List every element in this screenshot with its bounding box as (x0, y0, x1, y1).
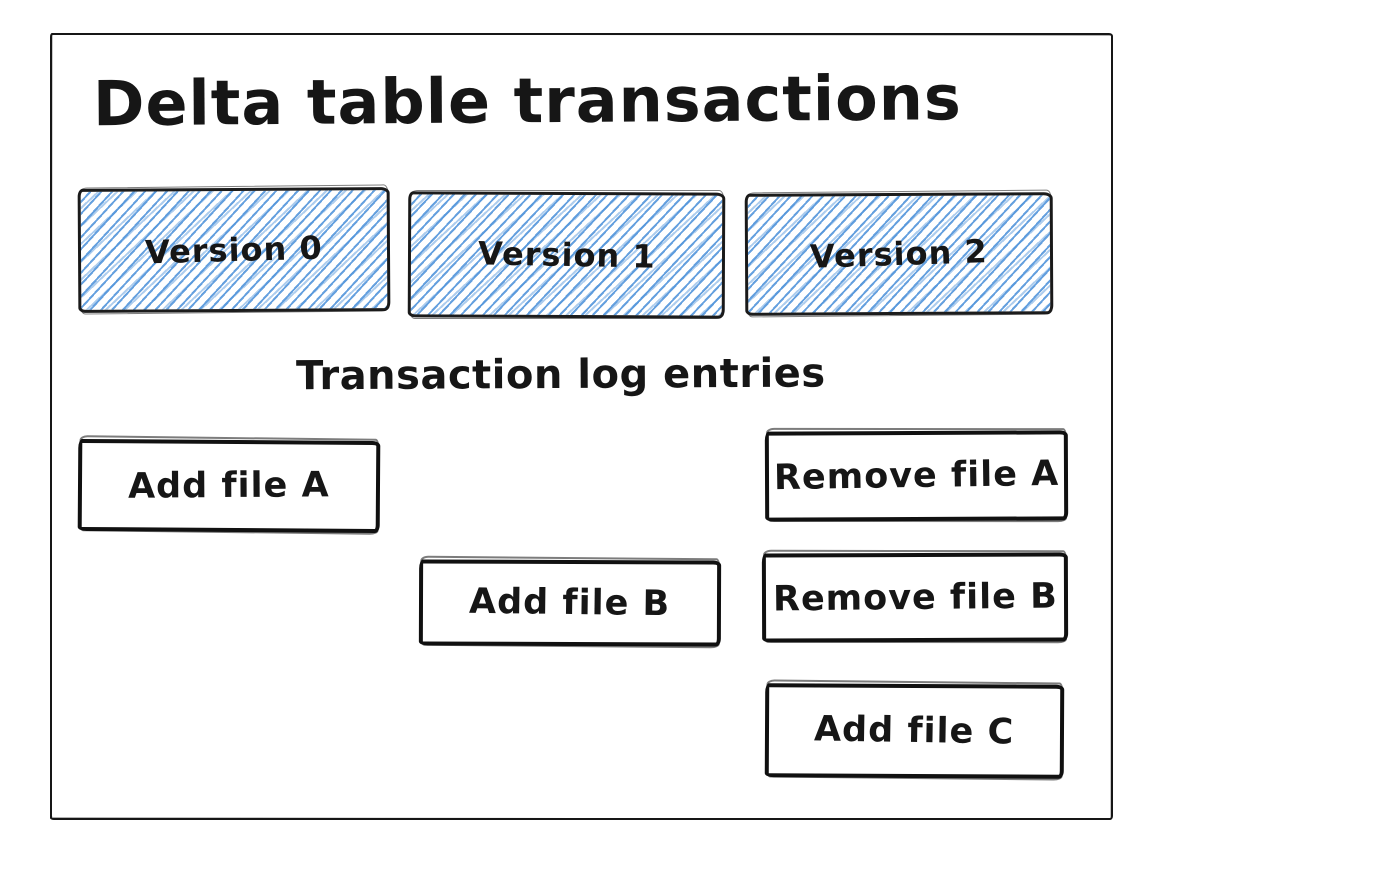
log-entry-add-file-b: Add file B (418, 559, 722, 647)
version-box-1: Version 1 (407, 191, 726, 319)
version-label-1: Version 1 (477, 234, 656, 276)
version-label-2: Version 2 (809, 232, 989, 276)
diagram-title: Delta table transactions (92, 61, 963, 141)
log-entries-heading: Transaction log entries (295, 350, 826, 400)
log-entry-label: Add file B (469, 581, 671, 625)
log-entry-label: Remove file B (772, 576, 1058, 619)
log-entry-add-file-c: Add file C (764, 683, 1065, 779)
log-entry-label: Add file C (814, 709, 1015, 753)
version-box-2: Version 2 (744, 192, 1054, 316)
log-entry-add-file-a: Add file A (77, 438, 381, 534)
log-entry-remove-file-a: Remove file A (764, 430, 1069, 522)
log-entry-label: Remove file A (773, 453, 1060, 499)
log-entry-label: Add file A (128, 465, 330, 507)
version-label-0: Version 0 (144, 228, 324, 272)
diagram-frame (50, 33, 1113, 820)
version-box-0: Version 0 (77, 187, 391, 313)
log-entry-remove-file-b: Remove file B (761, 552, 1069, 643)
